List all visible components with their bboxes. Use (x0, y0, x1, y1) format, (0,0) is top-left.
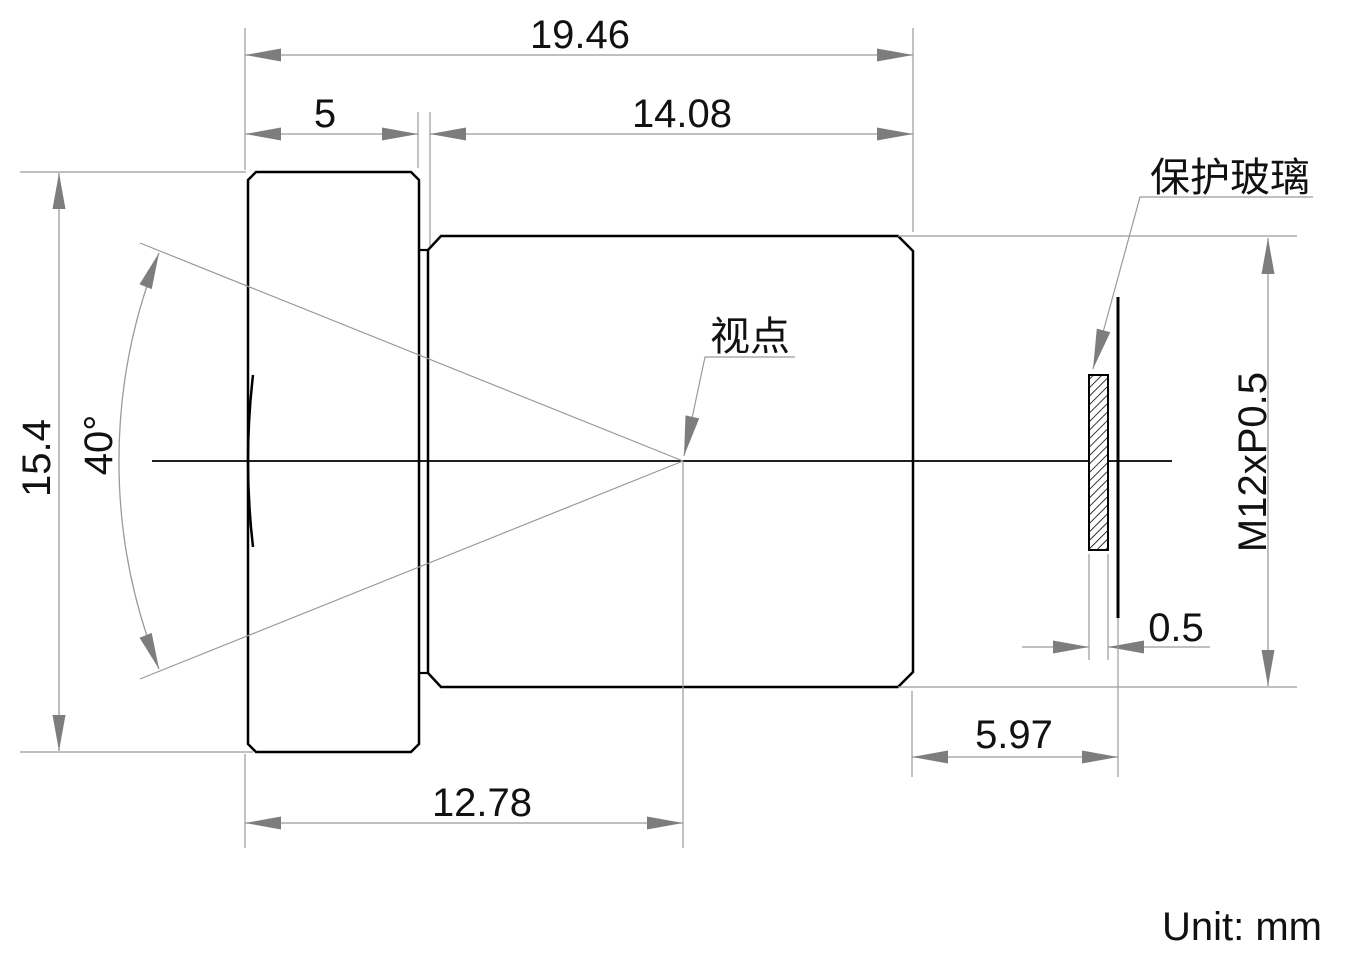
dim-front-diameter: 15.4 (15, 171, 253, 753)
lens-outline (246, 170, 915, 754)
leader-line (1092, 196, 1313, 370)
dim-glass-thickness: 0.5 (1022, 554, 1210, 660)
thread-spec-value: M12xP0.5 (1231, 372, 1275, 552)
dim-back-distance: 5.97 (911, 618, 1119, 777)
arrowhead (139, 253, 159, 290)
arrowhead (382, 127, 418, 141)
arrowhead (1093, 328, 1111, 369)
arrowhead (245, 127, 281, 141)
label-viewpoint: 视点 (683, 315, 795, 457)
dim-body-length: 14.08 (429, 92, 913, 246)
arrowhead (139, 632, 159, 669)
fov-angle-value: 40° (77, 415, 121, 476)
dim-fov-angle: 40° (77, 252, 160, 670)
front-length-value: 5 (314, 92, 336, 136)
arrowhead (52, 715, 66, 751)
viewpoint-label-text: 视点 (710, 315, 790, 359)
arrowhead (1261, 238, 1275, 274)
dim-thread: M12xP0.5 (898, 235, 1297, 688)
fov-ray-lower (139, 460, 684, 680)
arrowhead (877, 127, 913, 141)
arrowhead (1082, 750, 1118, 764)
arrowhead (52, 173, 66, 209)
glass-thickness-value: 0.5 (1148, 606, 1204, 650)
fov-ray-upper (139, 242, 684, 462)
arrowhead (245, 816, 281, 830)
leader-line (683, 356, 795, 457)
dim-front-length: 5 (245, 92, 419, 168)
lens-body (426, 234, 915, 689)
front-diameter-value: 15.4 (15, 419, 59, 497)
arrowhead (430, 127, 466, 141)
fov-arc (118, 252, 160, 670)
back-distance-value: 5.97 (975, 713, 1053, 757)
arrowhead (1108, 640, 1144, 654)
unit-note: Unit: mm (1162, 905, 1322, 949)
arrowhead (684, 415, 700, 456)
dim-front-to-viewpoint: 12.78 (244, 461, 684, 848)
lens-front-barrel (246, 170, 421, 754)
total-length-value: 19.46 (530, 13, 630, 57)
arrowhead (912, 750, 948, 764)
label-protective-glass: 保护玻璃 (1092, 156, 1313, 370)
protective-glass (1088, 297, 1120, 618)
dim-total-length: 19.46 (244, 13, 914, 232)
fov-rays (139, 242, 684, 680)
arrowhead (647, 816, 683, 830)
body-length-value: 14.08 (632, 92, 732, 136)
arrowhead (877, 48, 913, 62)
arrowhead (1261, 650, 1275, 686)
arrowhead (245, 48, 281, 62)
protective-glass-hatched (1088, 374, 1109, 551)
arrowhead (1053, 640, 1089, 654)
protective-glass-label-text: 保护玻璃 (1150, 156, 1310, 200)
front-to-viewpoint-value: 12.78 (432, 781, 532, 825)
